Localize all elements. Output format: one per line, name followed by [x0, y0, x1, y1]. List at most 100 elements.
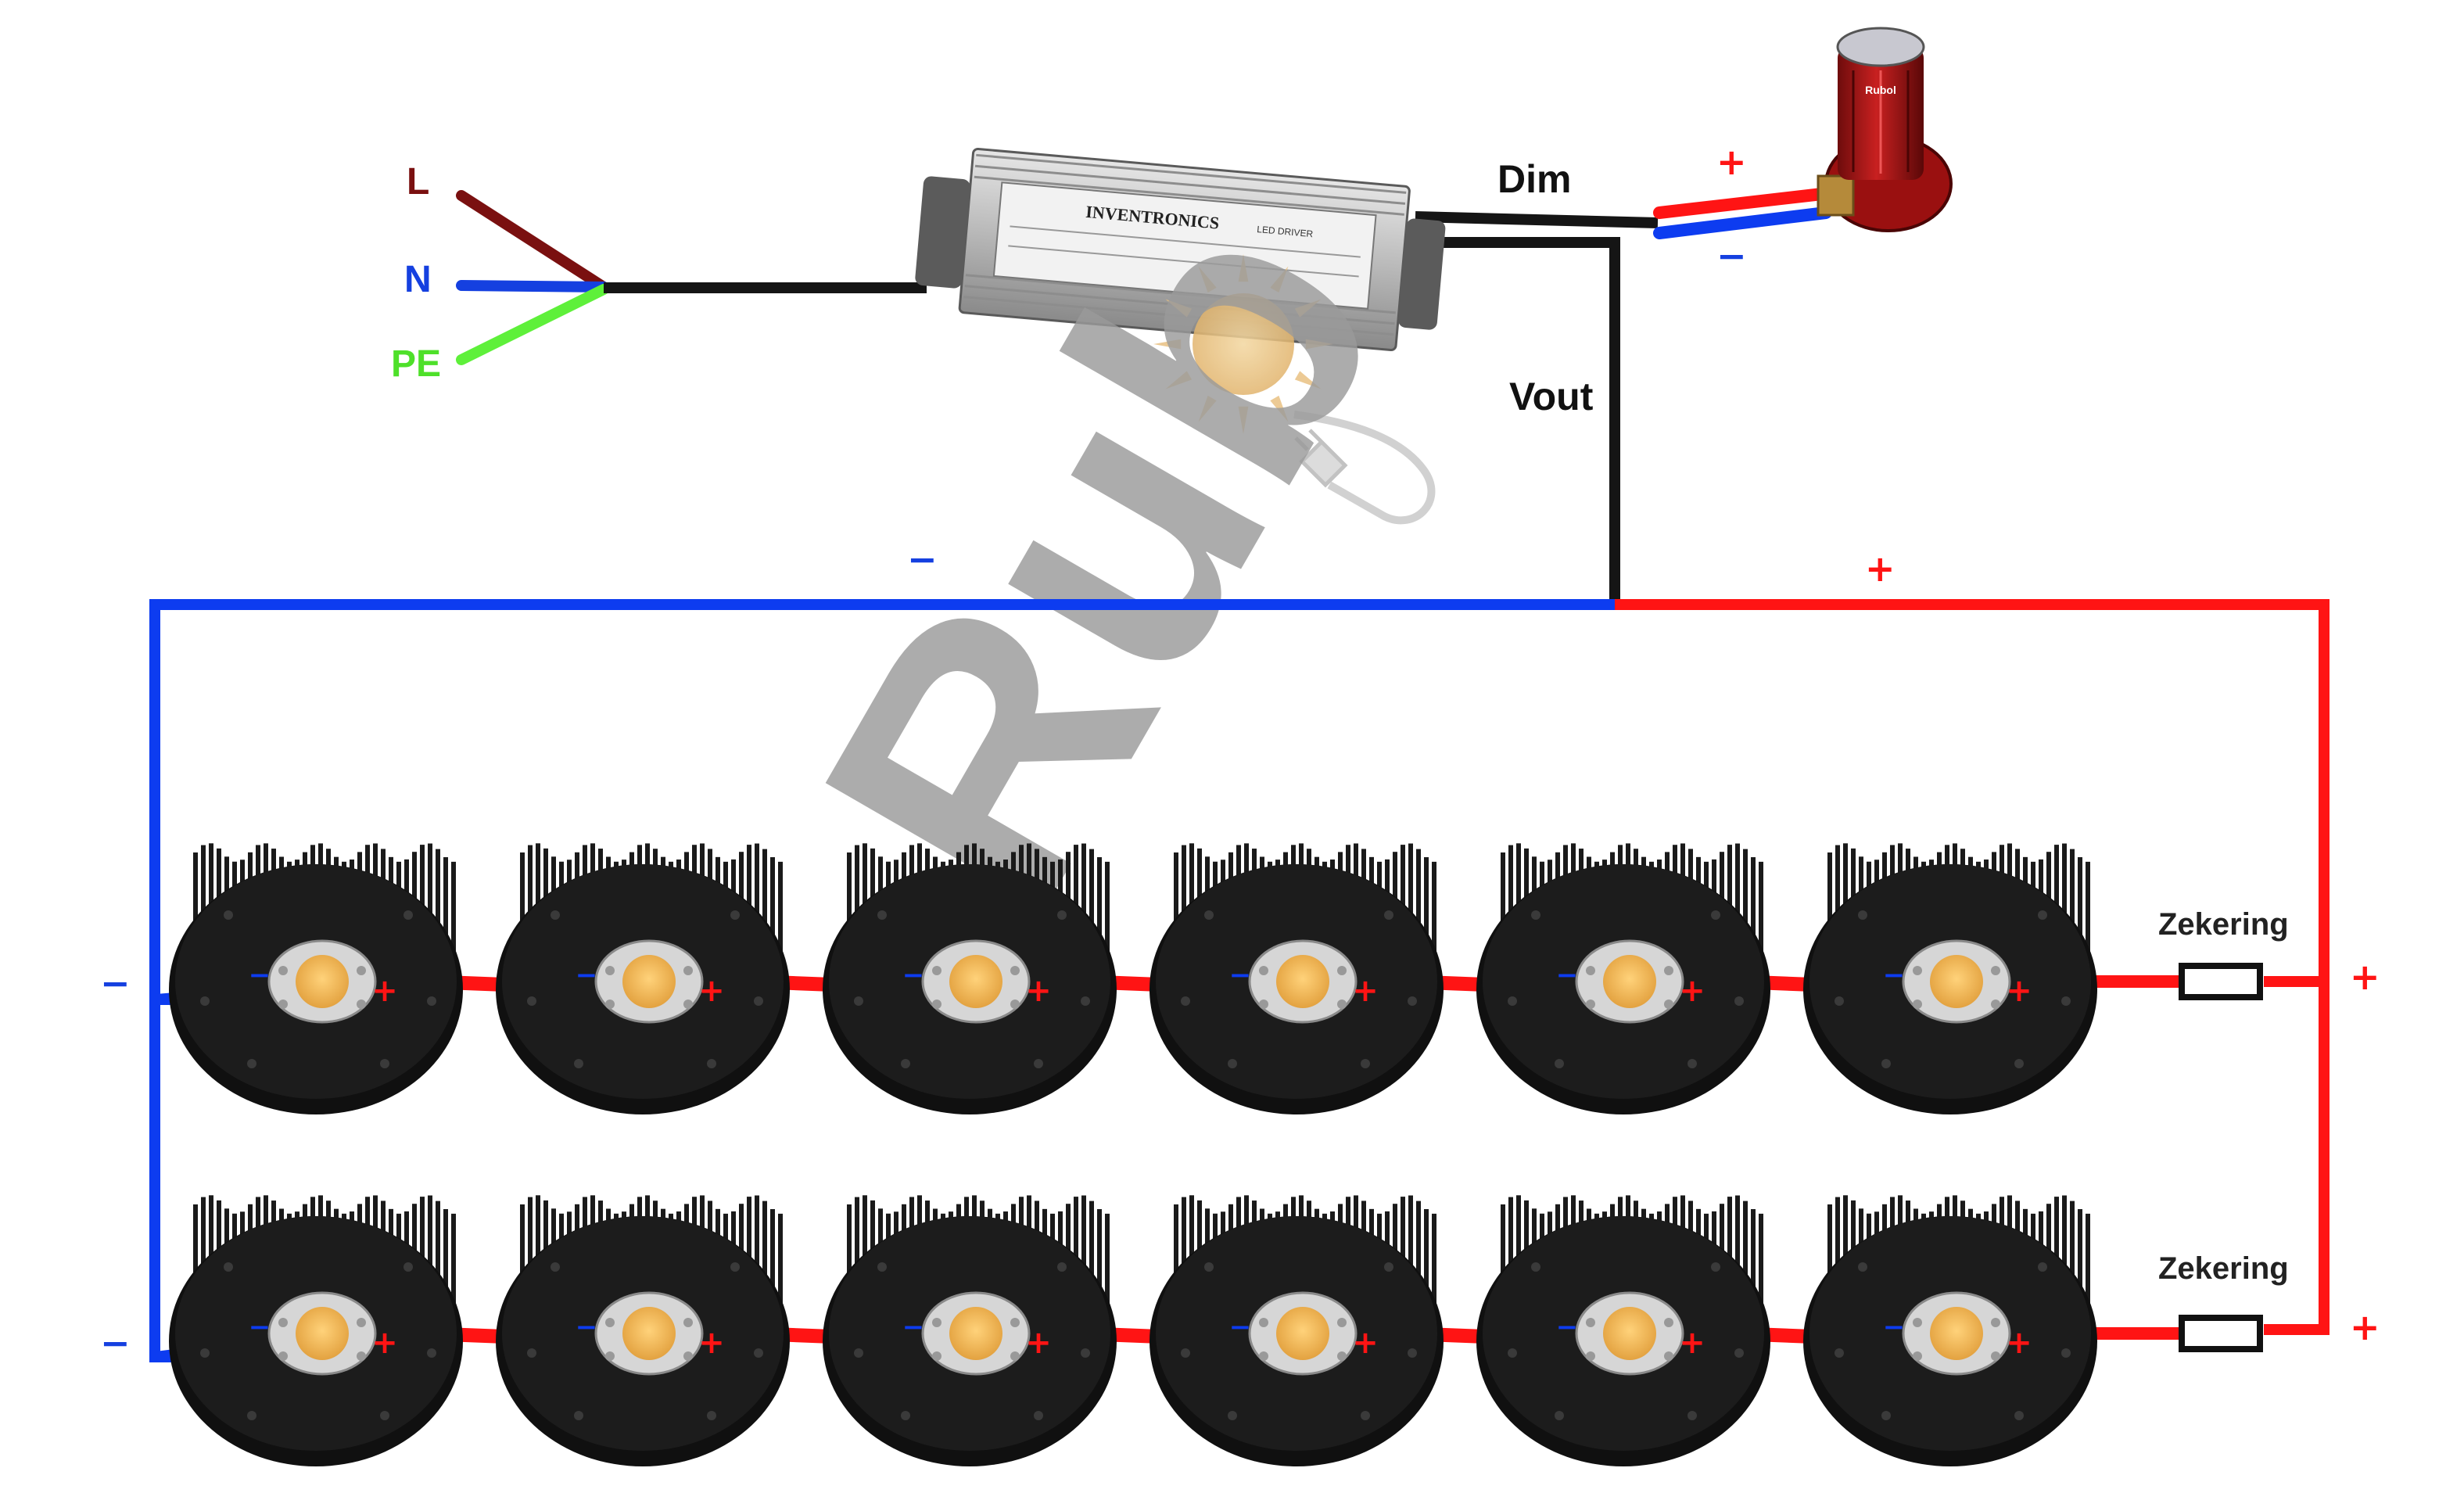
- heatsink-fin: [770, 857, 775, 985]
- cob-led-chip: [296, 955, 349, 1008]
- screw-hole: [1835, 996, 1844, 1006]
- led-module: −+: [823, 843, 1117, 1114]
- holder-screw: [357, 1000, 366, 1009]
- screw-hole: [574, 1059, 583, 1068]
- dimmer-plus-label: +: [1716, 141, 1747, 183]
- heatsink-fin: [1424, 1209, 1429, 1337]
- holder-screw: [932, 1318, 941, 1327]
- holder-screw: [683, 1318, 693, 1327]
- screw-hole: [730, 910, 740, 920]
- driver-end-cap-left: [915, 176, 970, 289]
- cob-led-chip: [1603, 1307, 1656, 1360]
- row1-fuse-label: Zekering: [2158, 907, 2289, 942]
- cob-led-chip: [949, 955, 1002, 1008]
- sun-ray: [1198, 266, 1217, 293]
- heatsink-fin: [2086, 1213, 2090, 1337]
- screw-hole: [1555, 1059, 1564, 1068]
- heatsink-fin: [1759, 1213, 1763, 1337]
- cob-led-chip: [1603, 955, 1656, 1008]
- led-minus-label: −: [1556, 1312, 1579, 1343]
- holder-screw: [932, 1000, 941, 1009]
- heatsink-fin: [443, 1209, 448, 1337]
- bus-minus-label: −: [907, 538, 938, 580]
- screw-hole: [1181, 1348, 1190, 1358]
- screw-hole: [574, 1411, 583, 1420]
- holder-screw: [1337, 1000, 1347, 1009]
- holder-screw: [1664, 1318, 1673, 1327]
- screw-hole: [1687, 1059, 1697, 1068]
- screw-hole: [1181, 996, 1190, 1006]
- screw-hole: [527, 996, 536, 1006]
- screw-hole: [527, 1348, 536, 1358]
- led-minus-label: −: [249, 960, 271, 991]
- dimmer-cap-text: Rubol: [1865, 84, 1896, 96]
- screw-hole: [1057, 1262, 1067, 1272]
- screw-hole: [200, 996, 210, 1006]
- led-minus-label: −: [1883, 960, 1906, 991]
- driver-fin: [963, 296, 1394, 336]
- neutral-label: N: [404, 259, 432, 300]
- holder-screw: [1259, 1000, 1268, 1009]
- screw-hole: [901, 1059, 910, 1068]
- screw-hole: [1057, 910, 1067, 920]
- row2-fuse-label: Zekering: [2158, 1251, 2289, 1286]
- screw-hole: [754, 1348, 763, 1358]
- cob-led-chip: [1276, 1307, 1329, 1360]
- dimmer-red-wire: [1653, 188, 1828, 219]
- led-module: −+: [169, 1195, 463, 1466]
- earth-label: PE: [391, 343, 442, 385]
- vout-label: Vout: [1509, 375, 1594, 418]
- heatsink-fin: [1089, 849, 1094, 985]
- mains-input: [456, 190, 927, 365]
- row1-plus-label: +: [2350, 956, 2380, 998]
- led-minus-label: −: [576, 960, 598, 991]
- holder-screw: [1913, 1000, 1922, 1009]
- dimmer-blue-wire: [1653, 206, 1832, 239]
- holder-screw: [1337, 1351, 1347, 1361]
- heatsink-fin: [778, 1213, 783, 1337]
- screw-hole: [224, 1262, 233, 1272]
- holder-screw: [605, 1318, 615, 1327]
- holder-screw: [683, 1351, 693, 1361]
- heatsink-fin: [1097, 1209, 1102, 1337]
- led-module: −+: [1803, 1195, 2097, 1466]
- holder-screw: [1664, 1351, 1673, 1361]
- earth-wire: [456, 284, 609, 365]
- led-plus-label: +: [698, 973, 725, 1009]
- screw-hole: [901, 1411, 910, 1420]
- heatsink-fin: [1432, 861, 1436, 985]
- holder-screw: [1259, 1318, 1268, 1327]
- led-module: −+: [1150, 1195, 1444, 1466]
- screw-hole: [754, 996, 763, 1006]
- holder-screw: [1913, 966, 1922, 975]
- holder-screw: [1586, 966, 1595, 975]
- screw-hole: [1081, 996, 1090, 1006]
- screw-hole: [427, 996, 436, 1006]
- screw-hole: [1555, 1411, 1564, 1420]
- holder-screw: [278, 1351, 288, 1361]
- heatsink-fin: [2078, 857, 2082, 985]
- screw-hole: [1711, 1262, 1720, 1272]
- screw-hole: [1711, 910, 1720, 920]
- holder-screw: [1991, 966, 2000, 975]
- screw-hole: [1531, 1262, 1540, 1272]
- screw-hole: [1228, 1059, 1237, 1068]
- heatsink-fin: [443, 857, 448, 985]
- screw-hole: [2038, 910, 2047, 920]
- driver-type: LED DRIVER: [1257, 224, 1314, 239]
- led-module: −+: [496, 843, 790, 1114]
- screw-hole: [1034, 1059, 1043, 1068]
- screw-hole: [1881, 1059, 1891, 1068]
- heatsink-fin: [1743, 1201, 1748, 1337]
- holder-screw: [605, 966, 615, 975]
- heatsink-fin: [436, 1201, 440, 1337]
- heatsink-fin: [1416, 849, 1421, 985]
- holder-screw: [357, 1318, 366, 1327]
- screw-hole: [247, 1411, 256, 1420]
- dimmer-potentiometer: Rubol: [1653, 27, 1953, 239]
- holder-screw: [1259, 1351, 1268, 1361]
- sun-ray: [1238, 254, 1249, 282]
- led-plus-label: +: [2006, 1325, 2032, 1361]
- led-plus-label: +: [371, 973, 398, 1009]
- screw-hole: [1228, 1411, 1237, 1420]
